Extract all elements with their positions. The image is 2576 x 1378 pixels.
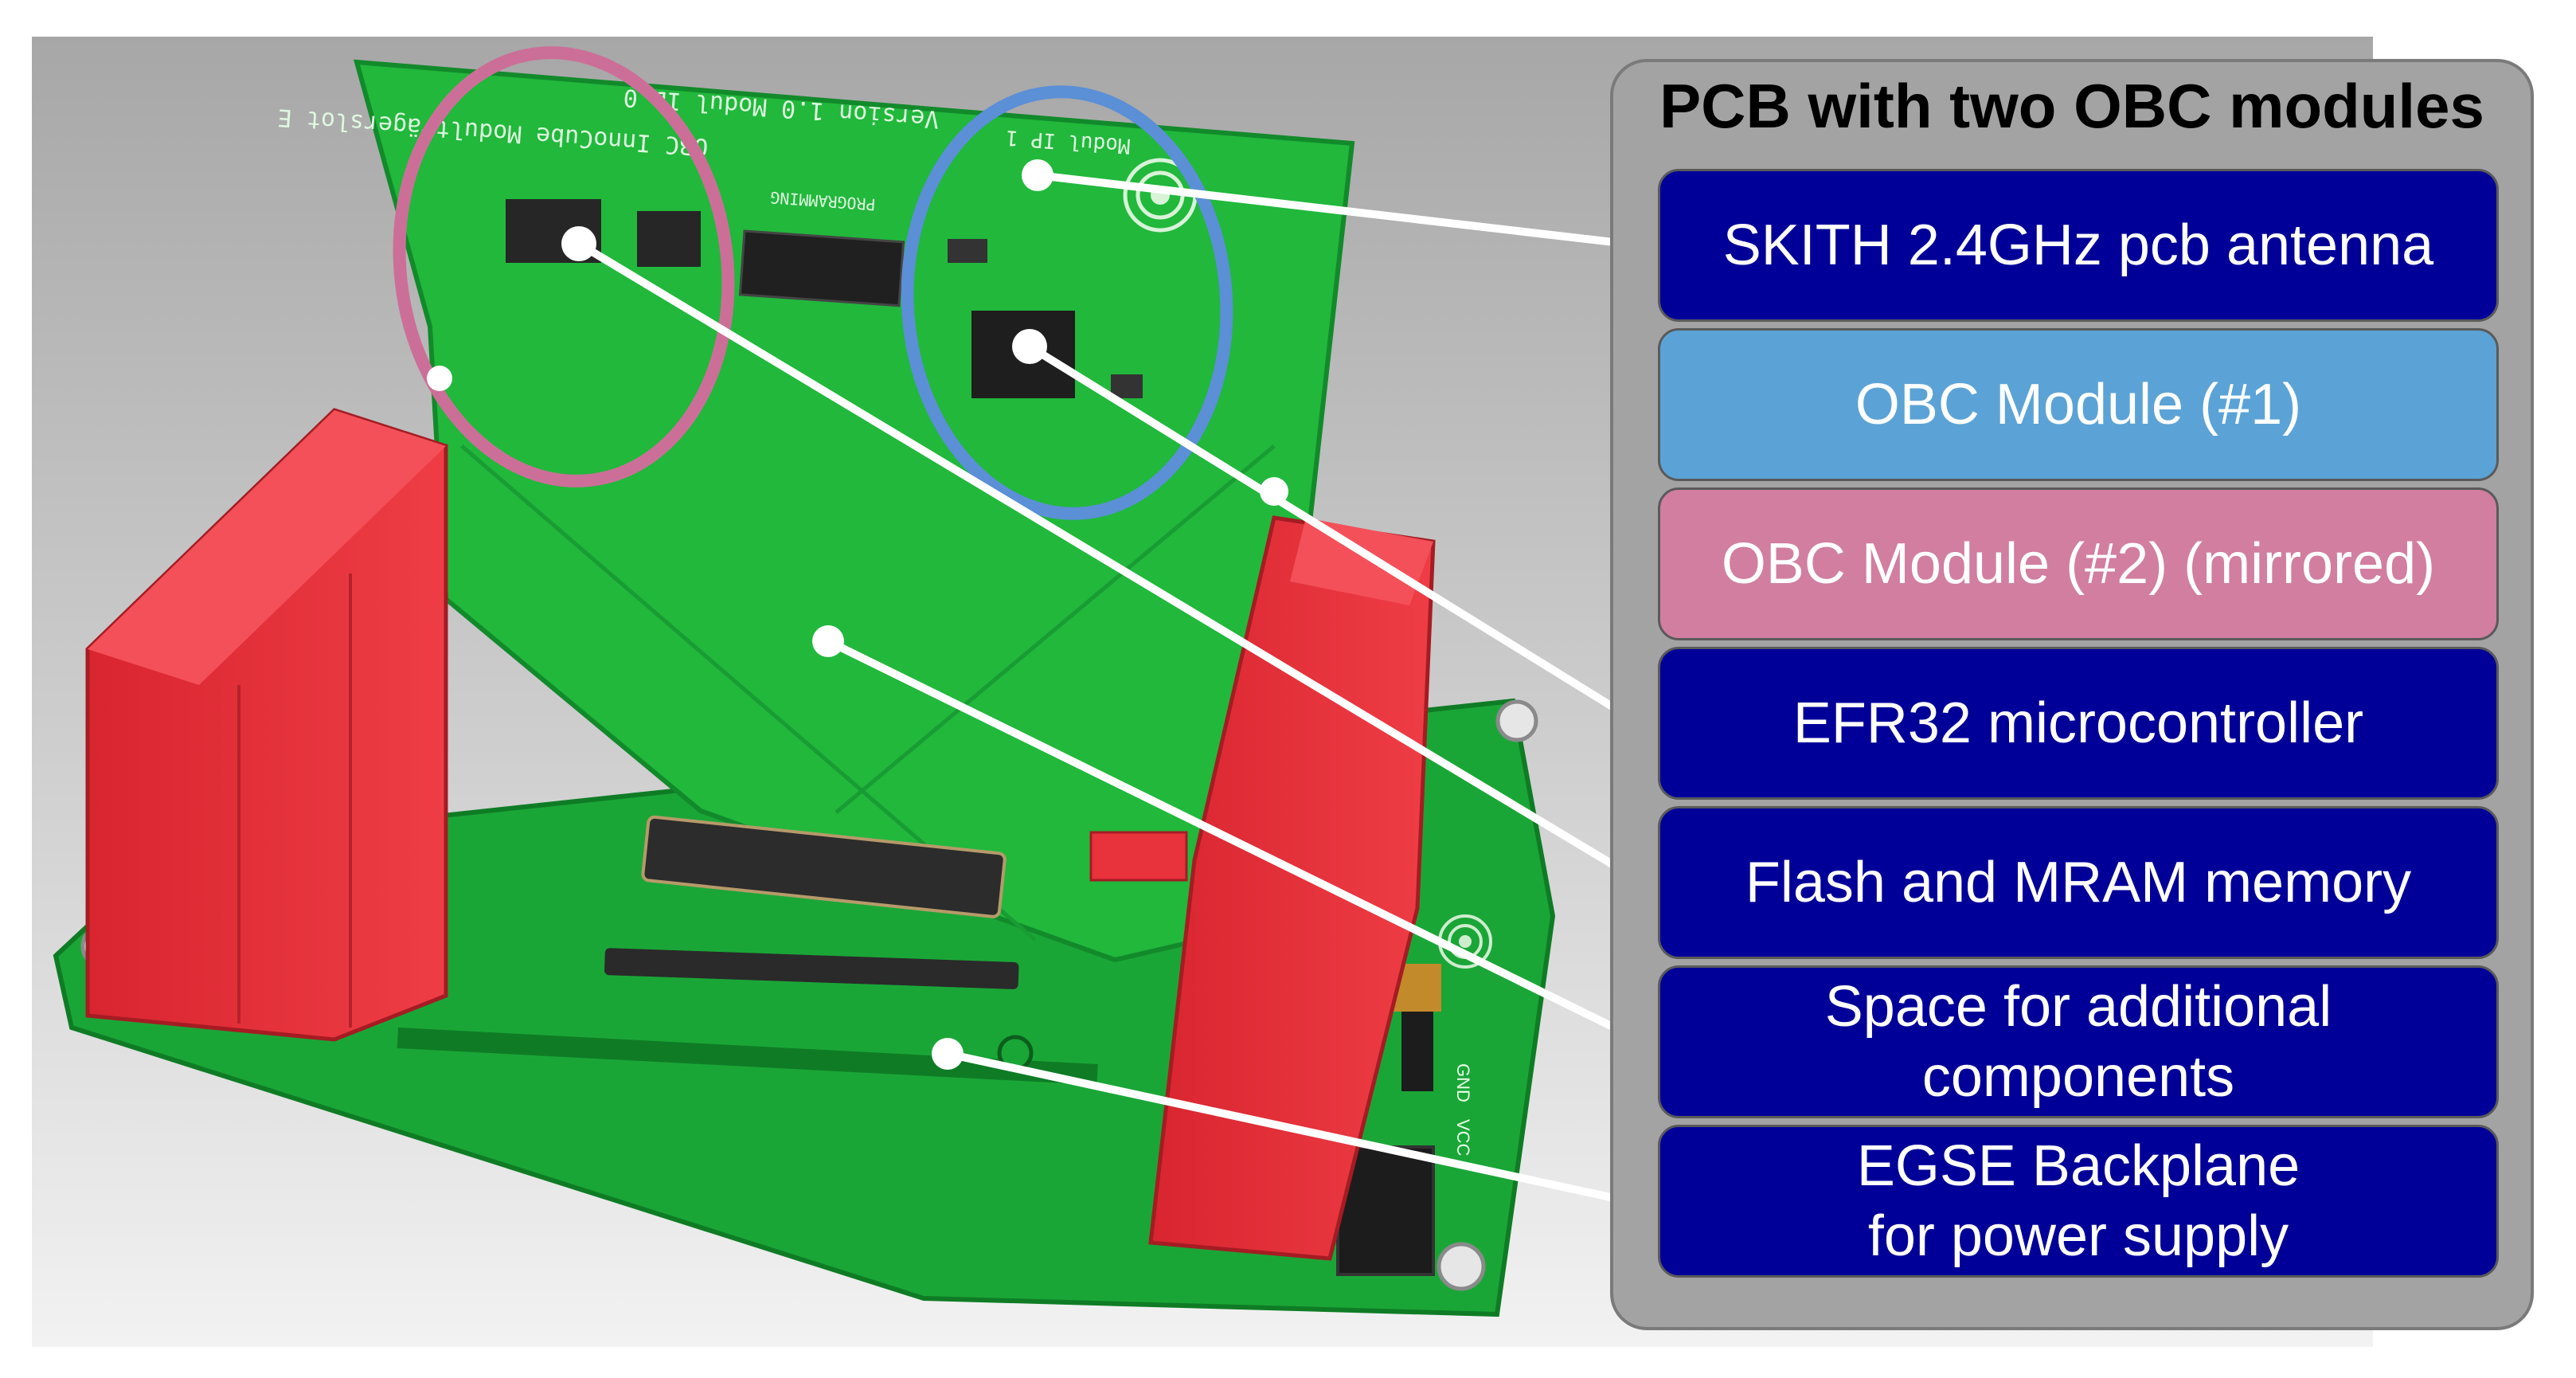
legend-item-efr32: EFR32 microcontroller [1658,647,2499,800]
legend-item-obc-module-1: OBC Module (#1) [1658,328,2499,481]
marker-dot [427,366,452,391]
legend-label: OBC Module (#2) (mirrored) [1721,532,2436,596]
backplane-slot-connector [604,948,1019,989]
legend-item-additional-space: Space for additional components [1658,965,2499,1118]
legend-label-line-2: for power supply [1867,1204,2289,1268]
legend-label-line-2: components [1921,1045,2235,1109]
programming-header [738,229,905,307]
callout-endpoints [561,159,1053,1070]
callout-memory [575,240,1659,894]
legend-label: OBC Module (#1) [1855,373,2302,436]
screw [1437,1242,1486,1291]
callout-space [824,637,1659,1051]
vcc-label: VCC [1453,1119,1473,1157]
legend-label: EFR32 microcontroller [1792,691,2364,755]
legend-panel: PCB with two OBC modules SKITH 2.4GHz pc… [1610,59,2534,1330]
obc-module-1-outline [901,85,1233,520]
mram-chip [637,211,701,267]
backplane-pin-row [397,1028,1098,1086]
left-card-holder-top [88,410,446,685]
legend-item-obc-module-2: OBC Module (#2) (mirrored) [1658,487,2499,640]
legend-title: PCB with two OBC modules [1659,71,2484,141]
legend-label-line-1: Space for additional [1824,975,2332,1039]
board-connector [641,815,1007,918]
card-holder-tab [1089,831,1188,882]
obc-pcb [353,59,1355,963]
legend-item-antenna: SKITH 2.4GHz pcb antenna [1658,169,2499,322]
callout-backplane [944,1050,1659,1211]
screw [1495,699,1538,742]
jumper-header [1401,1004,1433,1091]
legend-item-egse-backplane: EGSE Backplane for power supply [1658,1125,2499,1278]
legend-label: SKITH 2.4GHz pcb antenna [1722,213,2434,277]
obc-module-2-outline [393,46,735,487]
legend-item-memory: Flash and MRAM memory [1658,806,2499,959]
legend-label-line-1: EGSE Backplane [1856,1134,2300,1198]
callout-lines [575,171,1659,1211]
gnd-label: GND [1453,1063,1473,1102]
legend-label: Flash and MRAM memory [1745,851,2412,914]
callout-antenna [1034,171,1659,251]
callout-efr32 [1026,343,1659,737]
